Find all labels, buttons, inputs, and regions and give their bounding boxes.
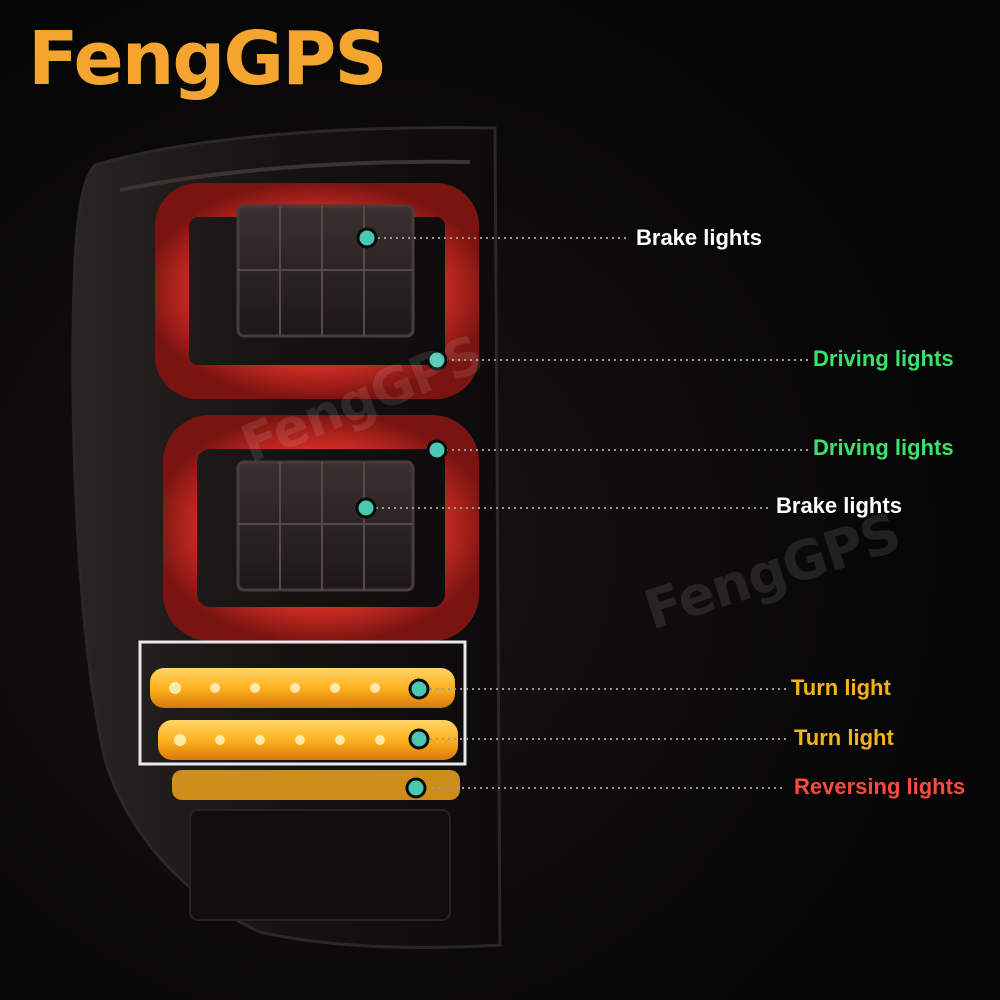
label-reversing-lights: Reversing lights	[794, 774, 966, 799]
label-turn-light-lower: Turn light	[794, 725, 894, 750]
marker-dots	[355, 227, 448, 799]
leader-lines	[376, 237, 808, 789]
turn-led-dots	[169, 682, 385, 746]
brand-logo: FengGPS	[28, 16, 388, 102]
marker-dot	[408, 728, 430, 750]
label-brake-lights-lower: Brake lights	[776, 493, 902, 518]
turn-strip-lower	[158, 720, 458, 760]
label-driving-lights-lower: Driving lights	[813, 435, 954, 460]
turn-strip-upper	[150, 668, 455, 708]
reversing-strip	[172, 770, 460, 800]
turn-highlight-frame	[138, 640, 467, 766]
marker-dot	[355, 497, 377, 519]
marker-dot	[356, 227, 378, 249]
label-brake-lights-upper: Brake lights	[636, 225, 762, 250]
lower-led-block	[236, 460, 415, 592]
lower-housing-panel	[189, 809, 451, 921]
marker-dot	[426, 439, 448, 461]
upper-led-grid	[238, 206, 413, 336]
marker-dot	[405, 777, 427, 799]
marker-dot	[408, 678, 430, 700]
label-turn-light-upper: Turn light	[791, 675, 891, 700]
housing-edge	[119, 159, 471, 192]
lower-red-ring	[163, 415, 479, 641]
lower-led-grid	[238, 462, 413, 590]
upper-red-ring	[155, 183, 479, 399]
label-driving-lights-upper: Driving lights	[813, 346, 954, 371]
marker-dot	[426, 349, 448, 371]
